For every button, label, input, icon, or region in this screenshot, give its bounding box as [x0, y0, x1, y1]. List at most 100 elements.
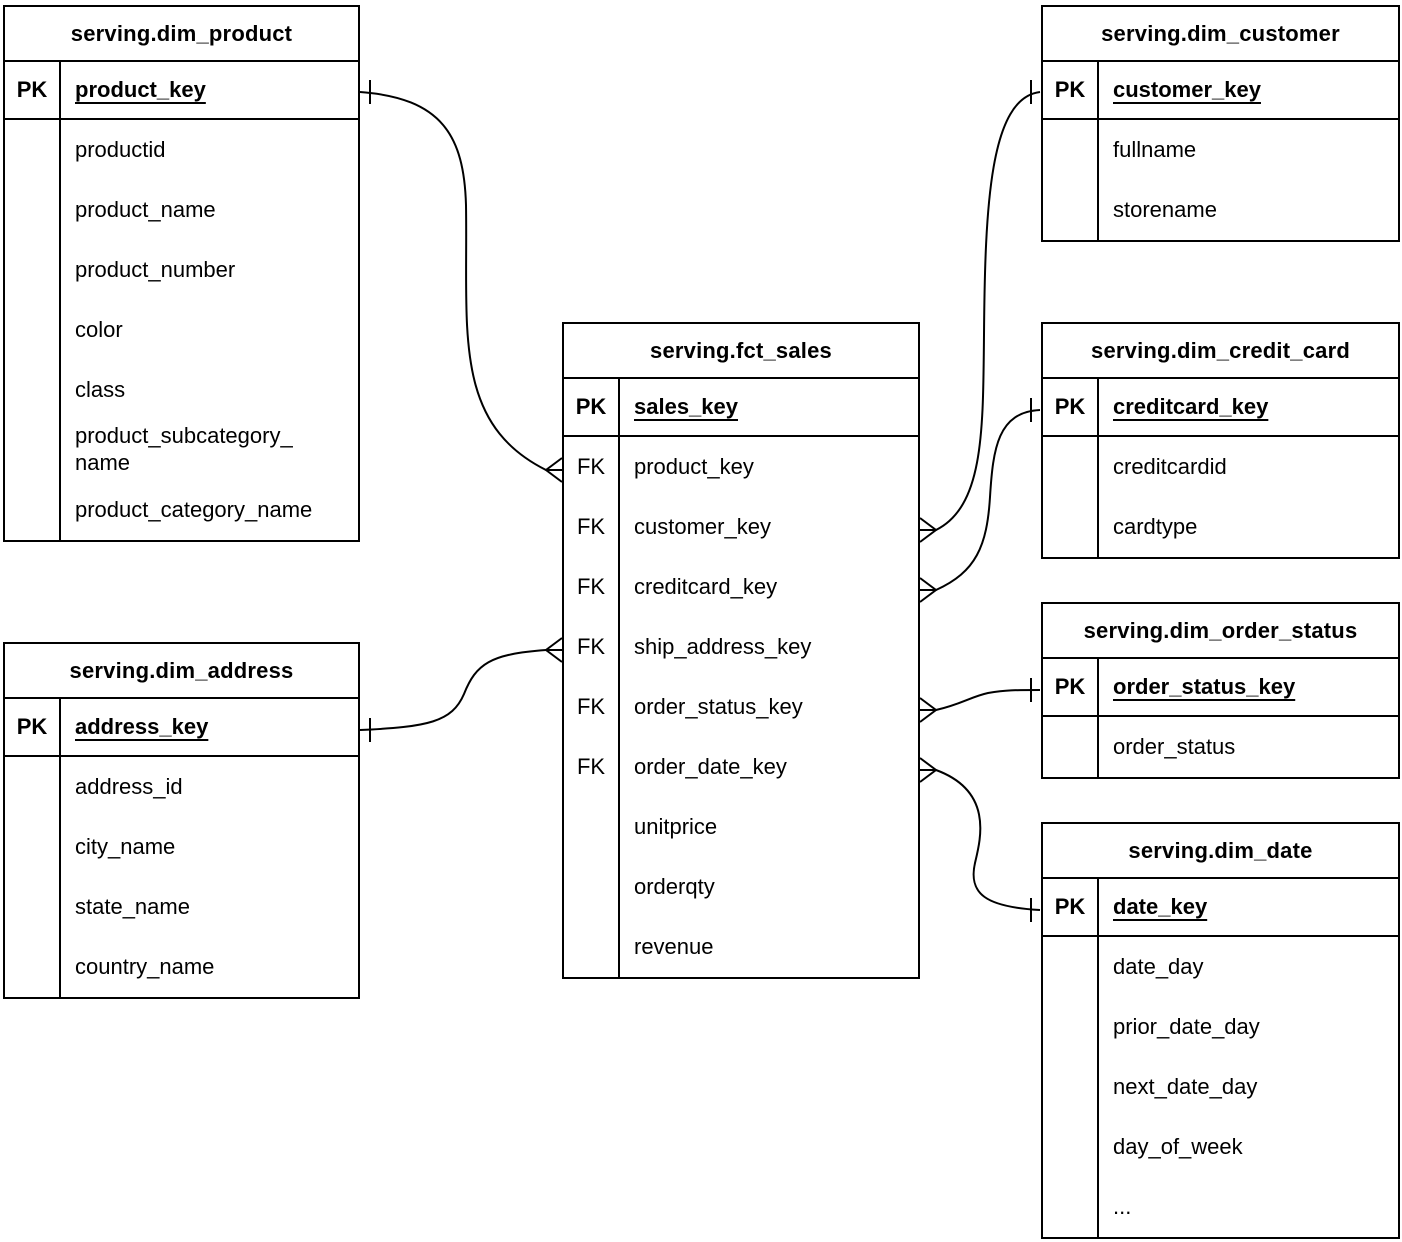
field-name: storename [1113, 196, 1217, 222]
field-row: prior_date_day [1043, 997, 1398, 1057]
fk-badge: FK [564, 437, 620, 497]
pk-row: PK order_status_key [1043, 659, 1398, 717]
field-row: product_number [5, 240, 358, 300]
field-name: fullname [1113, 136, 1197, 162]
field-name: country_name [75, 953, 215, 979]
crow-foot-many-icon [544, 457, 563, 483]
field-row: fullname [1043, 120, 1398, 180]
badge-cell [5, 180, 61, 240]
field-name: order_status [1113, 733, 1236, 759]
field-row: revenue [564, 917, 918, 977]
field-name: day_of_week [1113, 1133, 1243, 1159]
fk-badge: FK [564, 617, 620, 677]
table-title: serving.dim_credit_card [1043, 324, 1398, 379]
badge-cell [1043, 1117, 1099, 1177]
pk-badge: PK [1043, 62, 1099, 118]
relationship-line [359, 649, 547, 731]
field-row: FK customer_key [564, 497, 918, 557]
field-row: order_status [1043, 717, 1398, 777]
crow-foot-many-icon [919, 757, 938, 783]
relationship-line [935, 91, 1041, 531]
field-row: storename [1043, 180, 1398, 240]
field-row: cardtype [1043, 497, 1398, 557]
field-name: productid [75, 136, 166, 162]
field-row: product_​subcategory_​name [5, 420, 358, 480]
field-row: orderqty [564, 857, 918, 917]
badge-cell [1043, 1177, 1099, 1237]
relationship-line [359, 91, 547, 471]
badge-cell [5, 120, 61, 180]
fk-badge: FK [564, 497, 620, 557]
connector-fct-sales-to-dim-credit-card [919, 398, 1041, 603]
pk-row: PK sales_key [564, 379, 918, 437]
field-row: creditcardid [1043, 437, 1398, 497]
table-title: serving.dim_date [1043, 824, 1398, 879]
pk-badge: PK [1043, 379, 1099, 435]
field-row: color [5, 300, 358, 360]
field-name: address_id [75, 773, 183, 799]
relationship-line [935, 409, 1041, 591]
table-dim-order-status: serving.dim_order_status PK order_status… [1041, 602, 1400, 779]
field-name: creditcard_key [634, 573, 778, 599]
field-row: state_name [5, 877, 358, 937]
field-name: state_name [75, 893, 190, 919]
fk-badge: FK [564, 677, 620, 737]
pk-field-name: address_key [75, 713, 209, 739]
badge-cell [1043, 717, 1099, 777]
badge-cell [1043, 497, 1099, 557]
field-name: ship_address_key [634, 633, 812, 659]
field-name: city_name [75, 833, 176, 859]
relationship-line [935, 689, 1041, 711]
field-row: product_name [5, 180, 358, 240]
field-name: unitprice [634, 813, 718, 839]
field-row: next_date_day [1043, 1057, 1398, 1117]
connector-fct-sales-to-dim-customer [919, 80, 1041, 543]
badge-cell [5, 817, 61, 877]
badge-cell [564, 797, 620, 857]
pk-badge: PK [5, 699, 61, 755]
field-name: cardtype [1113, 513, 1198, 539]
crow-foot-many-icon [919, 697, 938, 723]
pk-row: PK product_key [5, 62, 358, 120]
field-row: day_of_week [1043, 1117, 1398, 1177]
connector-fct-sales-to-dim-order-status [919, 678, 1041, 723]
field-name: creditcardid [1113, 453, 1227, 479]
field-row: FK ship_address_key [564, 617, 918, 677]
badge-cell [564, 917, 620, 977]
relationship-line [935, 769, 1041, 911]
field-name: product_​subcategory_​name [75, 423, 293, 475]
field-name: class [75, 376, 126, 402]
field-name: ... [1113, 1193, 1132, 1219]
pk-field-name: customer_key [1113, 76, 1261, 102]
pk-field-name: creditcard_key [1113, 393, 1269, 419]
field-row: unitprice [564, 797, 918, 857]
connector-dim-address-to-fct-sales [359, 637, 563, 742]
crow-foot-many-icon [919, 517, 938, 543]
badge-cell [1043, 997, 1099, 1057]
field-row: FK creditcard_key [564, 557, 918, 617]
table-fct-sales: serving.fct_sales PK sales_key FK produc… [562, 322, 920, 979]
pk-field-name: order_status_key [1113, 673, 1296, 699]
pk-row: PK creditcard_key [1043, 379, 1398, 437]
badge-cell [1043, 437, 1099, 497]
pk-field-name: date_key [1113, 893, 1208, 919]
field-name: product_key [634, 453, 754, 479]
pk-row: PK date_key [1043, 879, 1398, 937]
badge-cell [5, 757, 61, 817]
badge-cell [1043, 120, 1099, 180]
field-name: product_name [75, 196, 216, 222]
badge-cell [564, 857, 620, 917]
field-row: ... [1043, 1177, 1398, 1237]
field-row: class [5, 360, 358, 420]
table-dim-product: serving.dim_product PK product_key produ… [3, 5, 360, 542]
badge-cell [5, 420, 61, 480]
field-name: product_number [75, 256, 236, 282]
badge-cell [1043, 180, 1099, 240]
badge-cell [5, 240, 61, 300]
field-row: FK product_key [564, 437, 918, 497]
field-row: date_day [1043, 937, 1398, 997]
connector-fct-sales-to-dim-date [919, 757, 1041, 922]
field-name: next_date_day [1113, 1073, 1258, 1099]
field-row: address_id [5, 757, 358, 817]
